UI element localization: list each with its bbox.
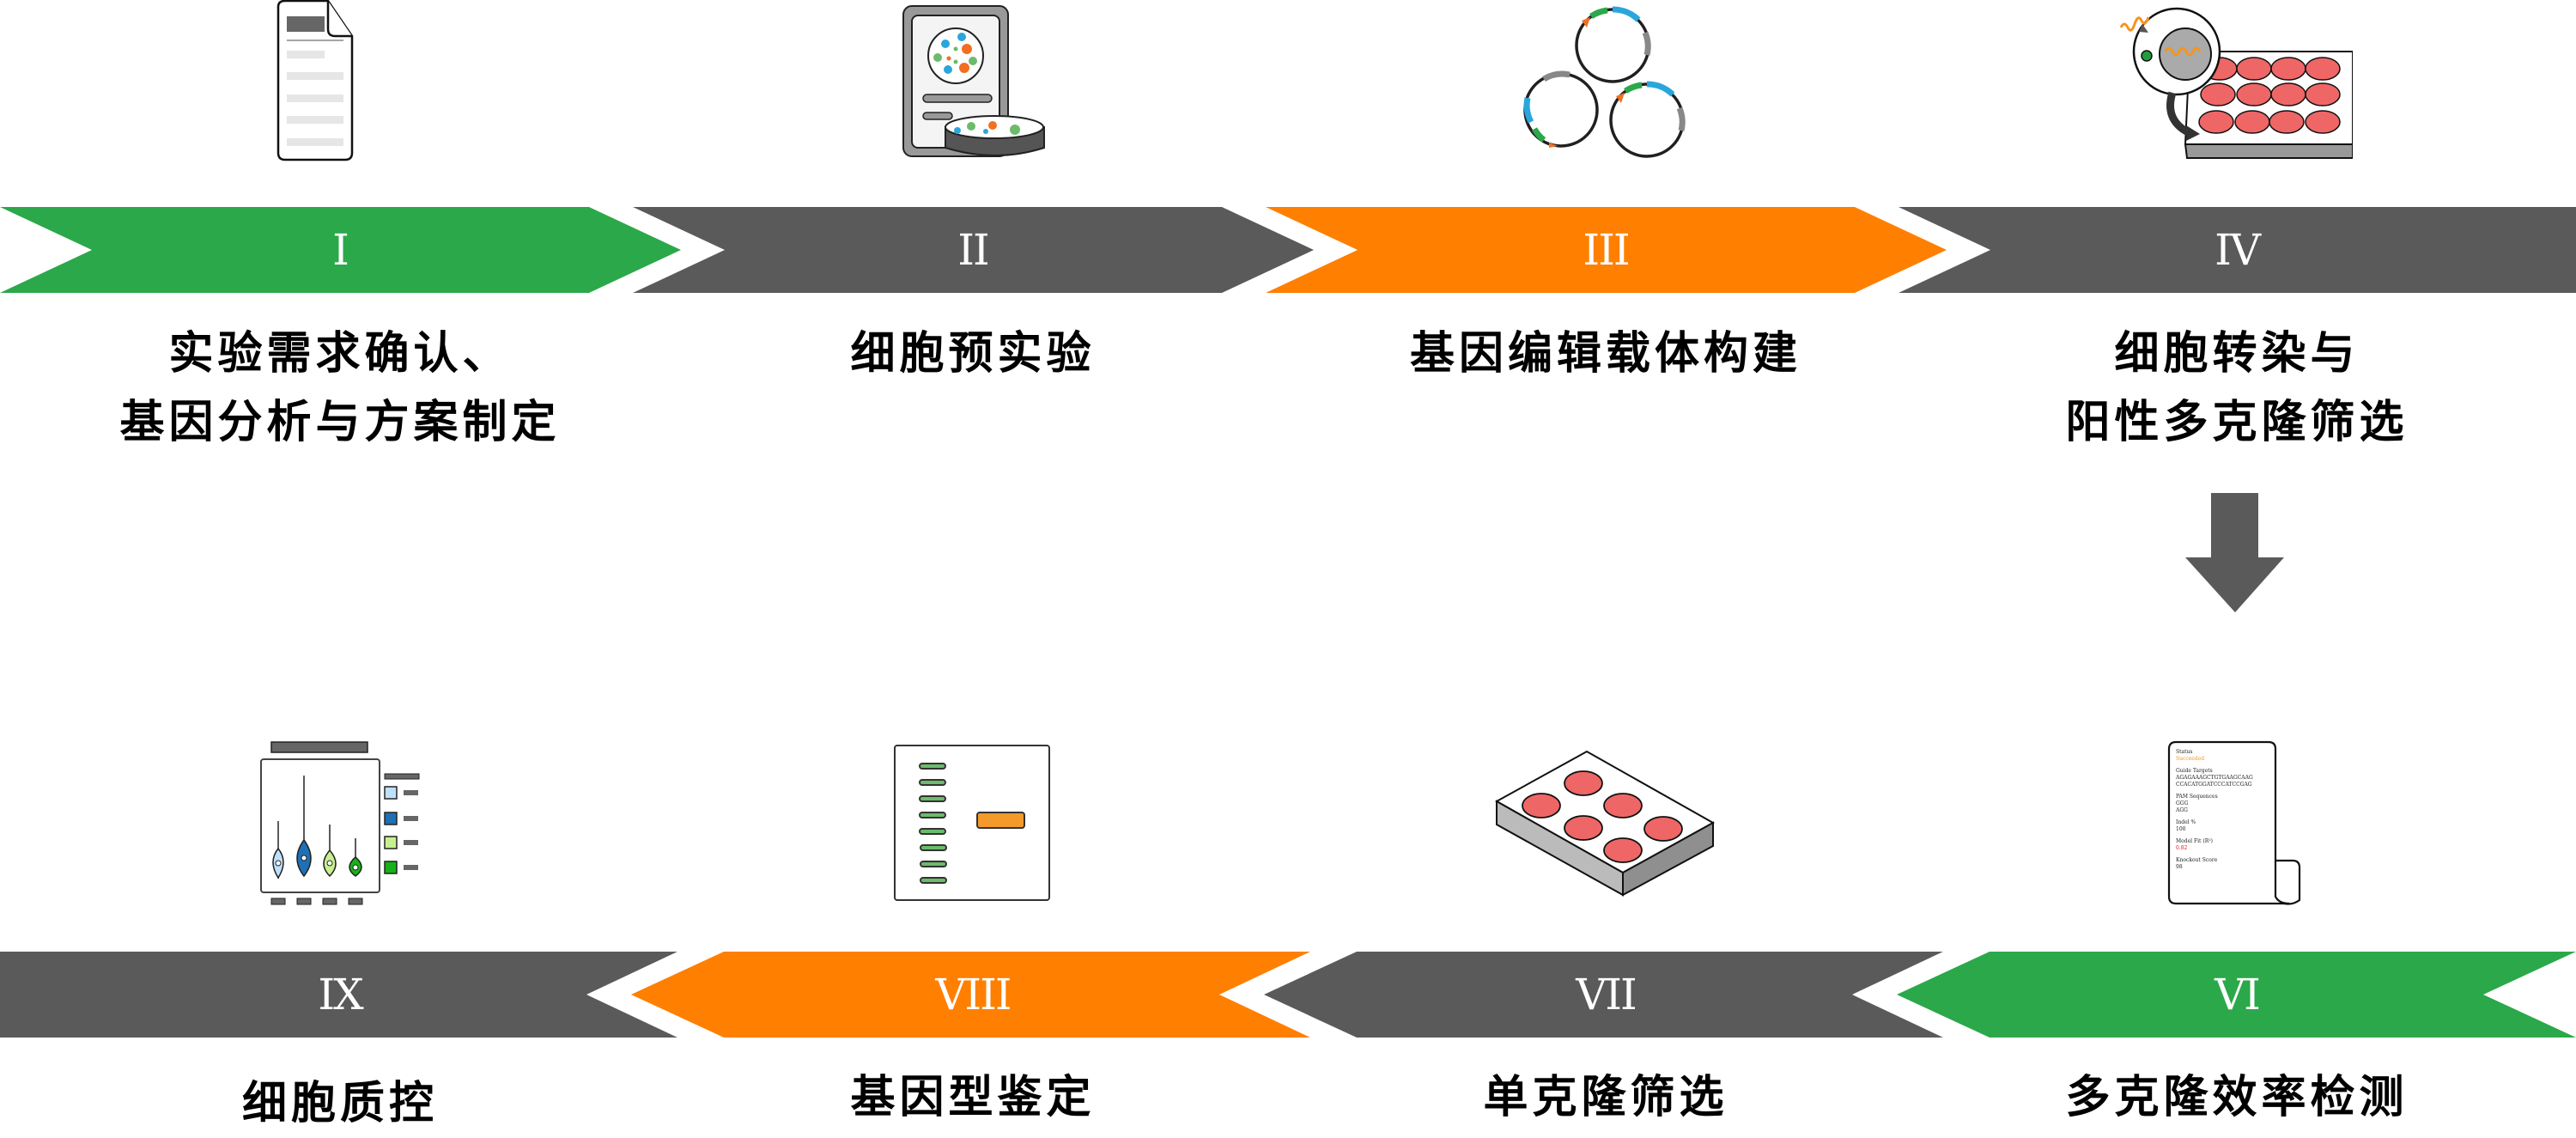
step-numeral-IV: IV	[2215, 225, 2261, 275]
report-pam-1: GGG	[2176, 800, 2189, 806]
banner-step-IV	[1899, 207, 2576, 293]
six-well-plate-icon	[1494, 750, 1716, 897]
step-numeral-III: III	[1583, 225, 1630, 275]
banner-step-I	[0, 207, 681, 293]
report-ko-label: Knockout Score	[2176, 857, 2218, 863]
banner-step-III	[1266, 207, 1947, 293]
step-label-VIII: 基因型鉴定	[850, 1072, 1096, 1123]
step-numeral-VIII: VIII	[935, 970, 1012, 1019]
report-pam-2: AGG	[2176, 807, 2188, 813]
report-ko-value: 98	[2176, 864, 2183, 870]
report-indel-value: 100	[2176, 826, 2186, 832]
step-numeral-II: II	[957, 225, 990, 275]
step-label-IX: 细胞质控	[241, 1078, 438, 1129]
violin-plot-icon	[260, 741, 420, 905]
plasmids-icon	[1523, 6, 1686, 158]
step-label-III: 基因编辑载体构建	[1409, 328, 1801, 380]
step-numeral-VII: VII	[1576, 970, 1637, 1019]
step-numeral-IX: IX	[318, 970, 363, 1019]
report-guide-2: CCACATGGATCCCATCCGAG	[2176, 782, 2252, 788]
banner-step-VII	[1264, 952, 1943, 1038]
step-numeral-I: I	[332, 225, 349, 275]
report-guide-1: AGAGAAAGCTGTGAAGCAAG	[2176, 775, 2253, 781]
gel-electrophoresis-icon	[894, 745, 1050, 901]
step-label-IV: 细胞转染与 阳性多克隆筛选	[2065, 328, 2409, 448]
banner-step-VIII	[631, 952, 1310, 1038]
report-model-value: 0.82	[2176, 845, 2188, 851]
report-model-label: Model Fit (R²)	[2176, 838, 2213, 844]
step-label-I: 实验需求确认、 基因分析与方案制定	[119, 328, 561, 448]
banner-step-II	[633, 207, 1314, 293]
cell-culture-tablet-icon	[902, 5, 1045, 157]
step-numeral-VI: VI	[2215, 970, 2261, 1019]
down-arrow-icon	[2185, 493, 2284, 612]
report-pam-label: PAM Sequences	[2176, 794, 2218, 800]
step-label-II: 细胞预实验	[850, 328, 1096, 380]
report-guide-label: Guide Targets	[2176, 768, 2213, 774]
analysis-report-icon: Status Succeeded Guide Targets AGAGAAAGC…	[2164, 740, 2306, 905]
banner-step-VI	[1897, 952, 2576, 1038]
transfection-plate-icon	[2119, 7, 2353, 159]
step-label-VI: 多克隆效率检测	[2065, 1072, 2409, 1123]
report-content: Status Succeeded Guide Targets AGAGAAAGC…	[2176, 749, 2270, 871]
banner-step-IX	[0, 952, 677, 1038]
document-icon	[276, 0, 354, 161]
step-label-VII: 单克隆筛选	[1483, 1072, 1728, 1123]
report-status-label: Status	[2176, 749, 2193, 755]
report-indel-label: Indel %	[2176, 819, 2196, 825]
report-status-value: Succeeded	[2176, 756, 2205, 762]
